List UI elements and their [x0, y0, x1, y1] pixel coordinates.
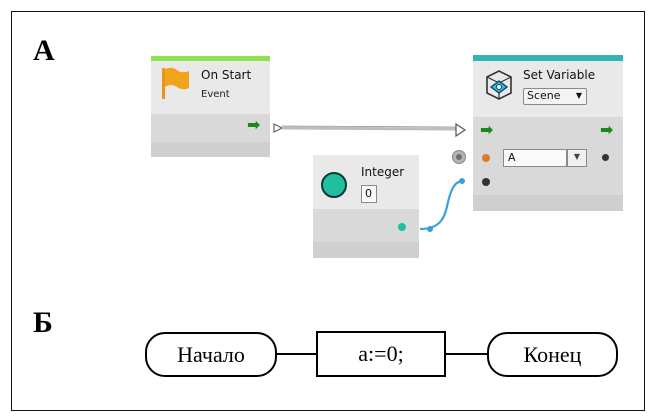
- set-variable-header-bar: [473, 55, 623, 61]
- set-variable-node[interactable]: Set Variable Scene ▼ ➡ ➡ A ▼: [473, 55, 623, 211]
- data-connection-start-dot: [459, 178, 465, 184]
- integer-title: Integer: [361, 165, 405, 179]
- on-start-title: On Start: [201, 68, 252, 82]
- gray-port-dot: [456, 154, 462, 160]
- integer-value-field[interactable]: 0: [361, 185, 377, 203]
- flow-out-arrow-icon[interactable]: ➡: [247, 115, 261, 134]
- scope-dropdown[interactable]: Scene ▼: [523, 88, 587, 105]
- data-connection-end-dot: [427, 226, 433, 232]
- flow-in-arrow-icon[interactable]: ➡: [480, 120, 494, 139]
- on-start-subtitle: Event: [201, 89, 230, 100]
- section-b-label: Б: [33, 306, 53, 339]
- data-connection[interactable]: [419, 179, 463, 231]
- chevron-down-icon: ▼: [575, 91, 582, 100]
- flag-icon: [162, 67, 189, 99]
- integer-node[interactable]: Integer 0: [313, 155, 419, 258]
- gray-port-icon[interactable]: [452, 150, 466, 164]
- figure-frame: [11, 11, 645, 411]
- variable-icon: [486, 70, 512, 100]
- flowchart-connector: [277, 353, 316, 355]
- flowchart-connector: [446, 353, 487, 355]
- flowchart-start: Начало: [145, 332, 277, 377]
- control-connection[interactable]: [281, 126, 457, 131]
- integer-value-out-port[interactable]: [398, 223, 406, 231]
- flowchart-end: Конец: [487, 332, 618, 377]
- variable-name-in-port[interactable]: [482, 154, 490, 162]
- control-connection-edge: [281, 125, 457, 128]
- flow-out-arrow-icon[interactable]: ➡: [600, 120, 614, 139]
- on-start-footer: [151, 142, 270, 157]
- value-in-port[interactable]: [482, 178, 490, 186]
- control-connection-arrow-icon: [455, 122, 467, 138]
- section-a-label: А: [33, 34, 55, 67]
- set-variable-title: Set Variable: [523, 68, 596, 82]
- circle-icon: [321, 172, 347, 198]
- scope-dropdown-value: Scene: [527, 89, 561, 102]
- flowchart-process: a:=0;: [316, 331, 446, 377]
- set-variable-footer: [473, 195, 623, 211]
- control-connection-start-icon: [273, 123, 284, 133]
- on-start-header-bar: [151, 56, 270, 61]
- variable-name-dropdown-button[interactable]: ▼: [567, 149, 587, 167]
- variable-out-port[interactable]: [602, 154, 609, 161]
- variable-name-field[interactable]: A: [503, 149, 567, 167]
- integer-footer: [313, 242, 419, 258]
- on-start-node[interactable]: On Start Event ➡: [151, 56, 270, 157]
